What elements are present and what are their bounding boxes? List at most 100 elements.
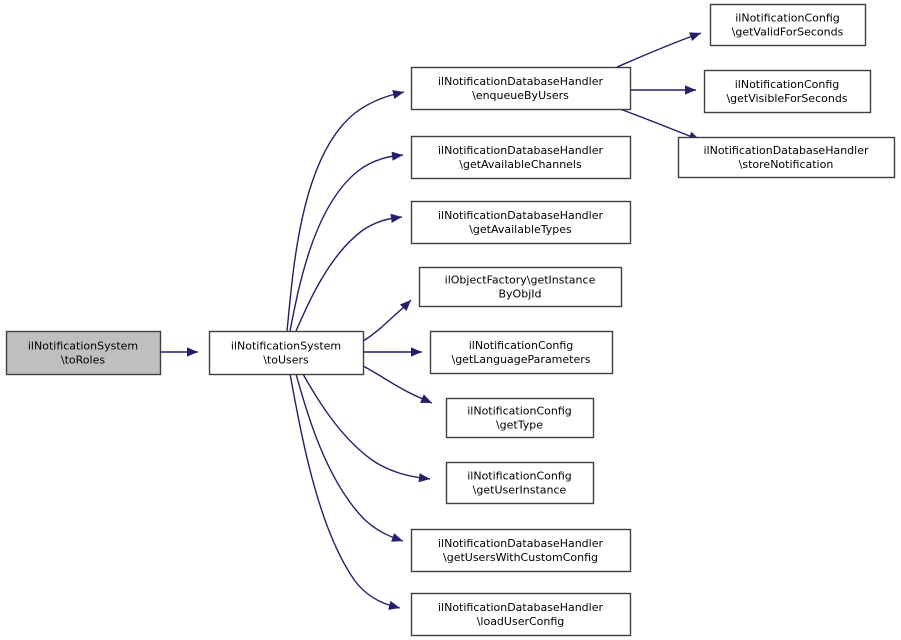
edge-line xyxy=(295,373,404,542)
arrow-head-icon xyxy=(411,347,422,357)
edge-toUsers-to-getLanguageParameters xyxy=(363,347,422,357)
node-label-line1: ilNotificationConfig xyxy=(467,405,572,418)
node-label-line2: \enqueueByUsers xyxy=(472,89,569,102)
arrow-head-icon xyxy=(689,32,701,41)
edge-toUsers-to-getAvailableTypes xyxy=(295,213,403,332)
edge-toUsers-to-getUserInstance xyxy=(302,373,431,483)
node-label-line1: ilNotificationConfig xyxy=(735,78,840,91)
node-label-line1: ilNotificationSystem xyxy=(28,340,138,353)
arrow-head-icon xyxy=(685,85,696,95)
arrow-head-icon xyxy=(399,300,411,312)
node-getAvailableTypes[interactable]: ilNotificationDatabaseHandler\getAvailab… xyxy=(410,200,632,245)
node-box[interactable] xyxy=(208,330,365,376)
node-label-line1: ilNotificationDatabaseHandler xyxy=(438,601,604,614)
edge-line xyxy=(286,91,405,332)
node-label: ilNotificationDatabaseHandler\storeNotif… xyxy=(703,144,869,171)
node-box[interactable] xyxy=(709,3,867,47)
node-box[interactable] xyxy=(429,330,614,375)
node-label-line2: \getAvailableTypes xyxy=(469,223,572,236)
node-label-line1: ilNotificationDatabaseHandler xyxy=(438,75,604,88)
arrow-head-icon xyxy=(390,213,402,223)
node-loadUserConfig[interactable]: ilNotificationDatabaseHandler\loadUserCo… xyxy=(410,592,632,637)
node-label-line1: ilObjectFactory\getInstance xyxy=(445,274,596,287)
edge-enqueueByUsers-to-getVisibleForSeconds xyxy=(630,85,696,95)
node-getUserInstance[interactable]: ilNotificationConfig\getUserInstance xyxy=(445,461,595,505)
node-label: ilNotificationDatabaseHandler\getAvailab… xyxy=(438,209,604,236)
node-toUsers[interactable]: ilNotificationSystem\toUsers xyxy=(208,330,365,376)
node-box[interactable] xyxy=(410,66,632,111)
node-label-line2: \getUsersWithCustomConfig xyxy=(443,551,598,564)
node-getAvailableChannels[interactable]: ilNotificationDatabaseHandler\getAvailab… xyxy=(410,135,632,180)
node-box[interactable] xyxy=(410,592,632,637)
arrow-head-icon xyxy=(420,394,432,403)
edge-enqueueByUsers-to-getValidForSeconds xyxy=(616,32,702,68)
node-box[interactable] xyxy=(410,135,632,180)
node-label-line2: \getVisibleForSeconds xyxy=(726,92,847,105)
node-label-line2: \loadUserConfig xyxy=(477,615,565,628)
node-getVisibleForSeconds[interactable]: ilNotificationConfig\getVisibleForSecond… xyxy=(703,69,872,114)
nodes-layer: ilNotificationSystem\toRolesilNotificati… xyxy=(5,3,896,637)
node-label-line2: \getUserInstance xyxy=(473,484,567,497)
node-box[interactable] xyxy=(410,200,632,245)
node-label-line1: ilNotificationConfig xyxy=(469,339,574,352)
edges-layer xyxy=(160,32,702,610)
arrow-head-icon xyxy=(187,347,198,357)
arrow-head-icon xyxy=(418,473,430,483)
node-label-line2: \getValidForSeconds xyxy=(732,26,844,39)
node-box[interactable] xyxy=(410,528,632,573)
edge-toUsers-to-getAvailableChannels xyxy=(289,151,404,332)
node-label: ilNotificationDatabaseHandler\getUsersWi… xyxy=(438,537,604,564)
edge-line xyxy=(295,216,403,332)
node-box[interactable] xyxy=(418,266,623,308)
node-label-line1: ilNotificationConfig xyxy=(467,470,572,483)
edge-enqueueByUsers-to-storeNotification xyxy=(619,108,701,141)
node-box[interactable] xyxy=(703,69,872,114)
edge-toUsers-to-loadUserConfig xyxy=(289,373,401,610)
node-label: ilNotificationSystem\toUsers xyxy=(231,340,341,367)
node-label-line2: \storeNotification xyxy=(739,158,834,171)
node-label-line2: \getType xyxy=(496,419,543,432)
node-label-line2: \toUsers xyxy=(263,354,309,367)
node-getLanguageParameters[interactable]: ilNotificationConfig\getLanguageParamete… xyxy=(429,330,614,375)
arrow-head-icon xyxy=(388,600,400,610)
arrow-head-icon xyxy=(391,533,403,542)
node-label-line2: ByObjId xyxy=(499,288,542,301)
node-label: ilNotificationSystem\toRoles xyxy=(28,340,138,367)
node-box[interactable] xyxy=(5,330,162,376)
node-label: ilNotificationConfig\getUserInstance xyxy=(467,470,572,497)
node-label: ilNotificationConfig\getLanguageParamete… xyxy=(451,339,590,366)
node-label: ilNotificationDatabaseHandler\loadUserCo… xyxy=(438,601,604,628)
node-label-line1: ilNotificationDatabaseHandler xyxy=(438,209,604,222)
edge-toUsers-to-getUsersWithCustomConfig xyxy=(295,373,404,542)
node-toRoles[interactable]: ilNotificationSystem\toRoles xyxy=(5,330,162,376)
node-box[interactable] xyxy=(677,136,896,179)
node-storeNotification[interactable]: ilNotificationDatabaseHandler\storeNotif… xyxy=(677,136,896,179)
edge-line xyxy=(289,373,401,609)
edge-line xyxy=(616,32,702,68)
arrow-head-icon xyxy=(392,90,404,99)
node-box[interactable] xyxy=(445,397,595,439)
edge-line xyxy=(302,373,431,480)
node-label-line1: ilNotificationDatabaseHandler xyxy=(703,144,869,157)
node-label: ilNotificationConfig\getType xyxy=(467,405,572,432)
node-label: ilNotificationDatabaseHandler\getAvailab… xyxy=(438,144,604,171)
edge-line xyxy=(289,154,404,332)
node-enqueueByUsers[interactable]: ilNotificationDatabaseHandler\enqueueByU… xyxy=(410,66,632,111)
node-label-line1: ilNotificationConfig xyxy=(735,12,840,25)
node-label-line2: \getLanguageParameters xyxy=(451,353,590,366)
node-getUsersWithCustomConfig[interactable]: ilNotificationDatabaseHandler\getUsersWi… xyxy=(410,528,632,573)
edge-line xyxy=(619,108,701,141)
node-getType[interactable]: ilNotificationConfig\getType xyxy=(445,397,595,439)
node-label: ilNotificationConfig\getVisibleForSecond… xyxy=(726,78,847,105)
node-label-line1: ilNotificationDatabaseHandler xyxy=(438,537,604,550)
node-label-line1: ilNotificationSystem xyxy=(231,340,341,353)
node-label: ilNotificationDatabaseHandler\enqueueByU… xyxy=(438,75,604,102)
arrow-head-icon xyxy=(391,151,403,161)
node-box[interactable] xyxy=(445,461,595,505)
node-getValidForSeconds[interactable]: ilNotificationConfig\getValidForSeconds xyxy=(709,3,867,47)
edge-line xyxy=(362,365,433,404)
